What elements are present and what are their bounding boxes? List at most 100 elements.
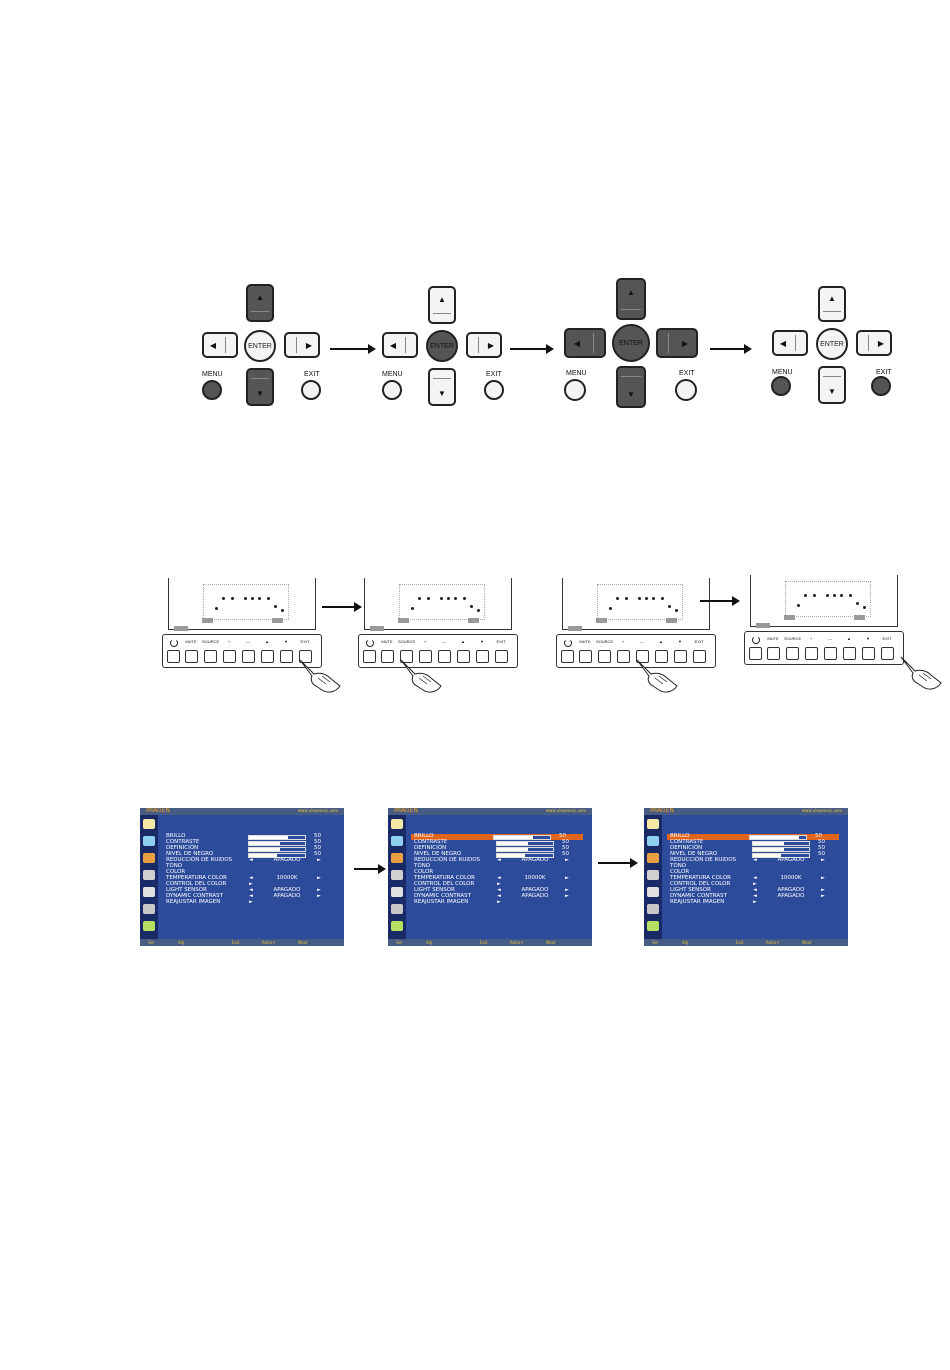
osd-slider[interactable] [493,835,551,840]
osd-row[interactable]: COLOR [414,869,589,876]
osd-row[interactable]: TONO [414,863,589,870]
menu-list-icon[interactable] [647,921,659,931]
color-icon[interactable] [647,853,659,863]
osd-slider[interactable] [496,841,554,846]
osd-row[interactable]: DYNAMIC CONTRAST◄APAGADO► [166,893,341,900]
osd-row[interactable]: COLOR [670,869,845,876]
enter-button[interactable]: ENTER [612,324,650,362]
up-button[interactable]: ▲ [616,278,646,320]
power-icon[interactable] [366,639,374,647]
osd-row[interactable]: CONTROL DEL COLOR► [414,881,589,888]
down-button[interactable]: ▼ [246,368,274,406]
control-key[interactable] [598,650,611,663]
osd-left-arrow-icon[interactable]: ◄ [249,893,253,899]
osd-slider[interactable] [496,847,554,852]
audio-icon[interactable] [143,904,155,914]
osd-row[interactable]: DYNAMIC CONTRAST◄APAGADO► [670,893,845,900]
control-key[interactable] [261,650,274,663]
osd-row[interactable]: REDUCCIÓN DE RUIDOS◄APAGADO► [166,857,341,864]
osd-right-arrow-icon[interactable]: ► [753,881,757,887]
right-button[interactable]: ▶ [856,330,892,356]
pip-icon[interactable] [391,870,403,880]
osd-right-arrow-icon[interactable]: ► [565,893,569,899]
power-icon[interactable] [752,636,760,644]
display-icon[interactable] [391,836,403,846]
osd-slider[interactable] [752,841,810,846]
osd-right-arrow-icon[interactable]: ► [497,881,501,887]
exit-button[interactable] [484,380,504,400]
osd-left-arrow-icon[interactable]: ◄ [249,857,253,863]
osd-right-arrow-icon[interactable]: ► [497,899,501,905]
control-key[interactable] [381,650,394,663]
control-key[interactable] [579,650,592,663]
control-key[interactable] [655,650,668,663]
control-key[interactable] [693,650,706,663]
down-button[interactable]: ▼ [616,366,646,408]
menu-button[interactable] [202,380,222,400]
osd-row[interactable]: REAJUSTAR IMAGEN► [166,899,341,906]
left-button[interactable]: ◀ [772,330,808,356]
osd-row[interactable]: TEMPERATURA COLOR◄10000K► [670,875,845,882]
osd-right-arrow-icon[interactable]: ► [317,887,321,893]
audio-icon[interactable] [391,904,403,914]
osd-row[interactable]: CONTROL DEL COLOR► [166,881,341,888]
osd-row[interactable]: REAJUSTAR IMAGEN► [670,899,845,906]
osd-right-arrow-icon[interactable]: ► [821,893,825,899]
control-key[interactable] [242,650,255,663]
control-key[interactable] [674,650,687,663]
pip-icon[interactable] [143,870,155,880]
osd-left-arrow-icon[interactable]: ◄ [249,887,253,893]
osd-right-arrow-icon[interactable]: ► [753,899,757,905]
osd-row[interactable]: LIGHT SENSOR◄APAGADO► [166,887,341,894]
enter-button[interactable]: ENTER [816,328,848,360]
control-key[interactable] [881,647,894,660]
osd-row[interactable]: DYNAMIC CONTRAST◄APAGADO► [414,893,589,900]
power-icon[interactable] [170,639,178,647]
pip-icon[interactable] [647,870,659,880]
exit-button[interactable] [675,379,697,401]
osd-left-arrow-icon[interactable]: ◄ [753,857,757,863]
osd-slider[interactable] [248,853,306,858]
down-button[interactable]: ▼ [428,368,456,406]
osd-row[interactable]: LIGHT SENSOR◄APAGADO► [670,887,845,894]
control-key[interactable] [476,650,489,663]
osd-slider[interactable] [248,835,306,840]
left-button[interactable]: ◀ [564,328,606,358]
osd-left-arrow-icon[interactable]: ◄ [753,887,757,893]
down-button[interactable]: ▼ [818,366,846,404]
osd-right-arrow-icon[interactable]: ► [249,881,253,887]
power-button[interactable] [561,650,574,663]
picture-icon[interactable] [391,819,403,829]
osd-slider[interactable] [752,853,810,858]
osd-right-arrow-icon[interactable]: ► [565,875,569,881]
osd-row[interactable]: REDUCCIÓN DE RUIDOS◄APAGADO► [670,857,845,864]
control-key[interactable] [843,647,856,660]
color-icon[interactable] [143,853,155,863]
picture-icon[interactable] [143,819,155,829]
osd-slider[interactable] [248,847,306,852]
enter-button[interactable]: ENTER [244,330,276,362]
osd-right-arrow-icon[interactable]: ► [317,893,321,899]
right-button[interactable]: ▶ [656,328,698,358]
control-key[interactable] [223,650,236,663]
enter-button[interactable]: ENTER [426,330,458,362]
osd-right-arrow-icon[interactable]: ► [821,875,825,881]
exit-button[interactable] [301,380,321,400]
control-key[interactable] [636,650,649,663]
osd-left-arrow-icon[interactable]: ◄ [249,875,253,881]
power-button[interactable] [749,647,762,660]
osd-right-arrow-icon[interactable]: ► [565,857,569,863]
color-icon[interactable] [391,853,403,863]
power-icon[interactable] [564,639,572,647]
osd-right-arrow-icon[interactable]: ► [317,875,321,881]
audio-icon[interactable] [647,904,659,914]
osd-right-arrow-icon[interactable]: ► [821,887,825,893]
control-key[interactable] [280,650,293,663]
osd-right-arrow-icon[interactable]: ► [821,857,825,863]
osd-right-arrow-icon[interactable]: ► [317,857,321,863]
osd-left-arrow-icon[interactable]: ◄ [753,875,757,881]
